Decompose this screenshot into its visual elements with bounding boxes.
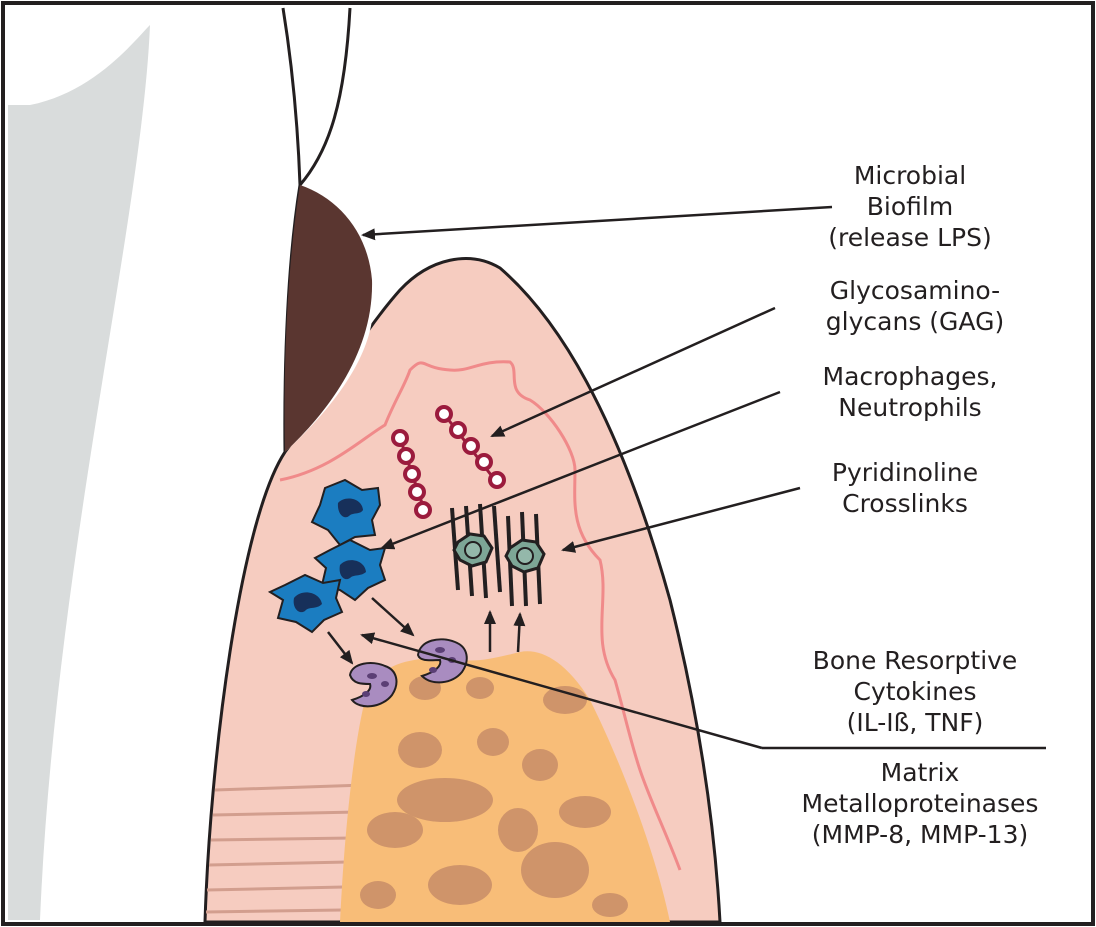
- label-macrophages-line-2: Neutrophils: [760, 392, 1060, 423]
- label-matrix-metalloproteinases: Matrix Metalloproteinases (MMP-8, MMP-13…: [760, 757, 1080, 850]
- label-bone-resorptive-cytokines: Bone Resorptive Cytokines (IL-Iß, TNF): [760, 645, 1070, 738]
- label-mmp-line-3: (MMP-8, MMP-13): [760, 819, 1080, 850]
- label-biofilm-line-1: Microbial: [790, 160, 1030, 191]
- label-microbial-biofilm: Microbial Biofilm (release LPS): [790, 160, 1030, 253]
- osteoclast-right: [418, 639, 467, 682]
- label-gag-line-2: glycans (GAG): [780, 306, 1050, 337]
- label-macrophages-neutrophils: Macrophages, Neutrophils: [760, 361, 1060, 423]
- label-pyridinoline-line-1: Pyridinoline: [780, 457, 1030, 488]
- label-macrophages-line-1: Macrophages,: [760, 361, 1060, 392]
- label-pyridinoline-crosslinks: Pyridinoline Crosslinks: [780, 457, 1030, 519]
- label-glycosaminoglycans: Glycosamino- glycans (GAG): [780, 275, 1050, 337]
- label-cytokines-line-2: Cytokines: [760, 676, 1070, 707]
- label-cytokines-line-3: (IL-Iß, TNF): [760, 707, 1070, 738]
- label-pyridinoline-line-2: Crosslinks: [780, 488, 1030, 519]
- label-cytokines-line-1: Bone Resorptive: [760, 645, 1070, 676]
- label-biofilm-line-3: (release LPS): [790, 222, 1030, 253]
- label-gag-line-1: Glycosamino-: [780, 275, 1050, 306]
- label-mmp-line-2: Metalloproteinases: [760, 788, 1080, 819]
- label-biofilm-line-2: Biofilm: [790, 191, 1030, 222]
- label-mmp-line-1: Matrix: [760, 757, 1080, 788]
